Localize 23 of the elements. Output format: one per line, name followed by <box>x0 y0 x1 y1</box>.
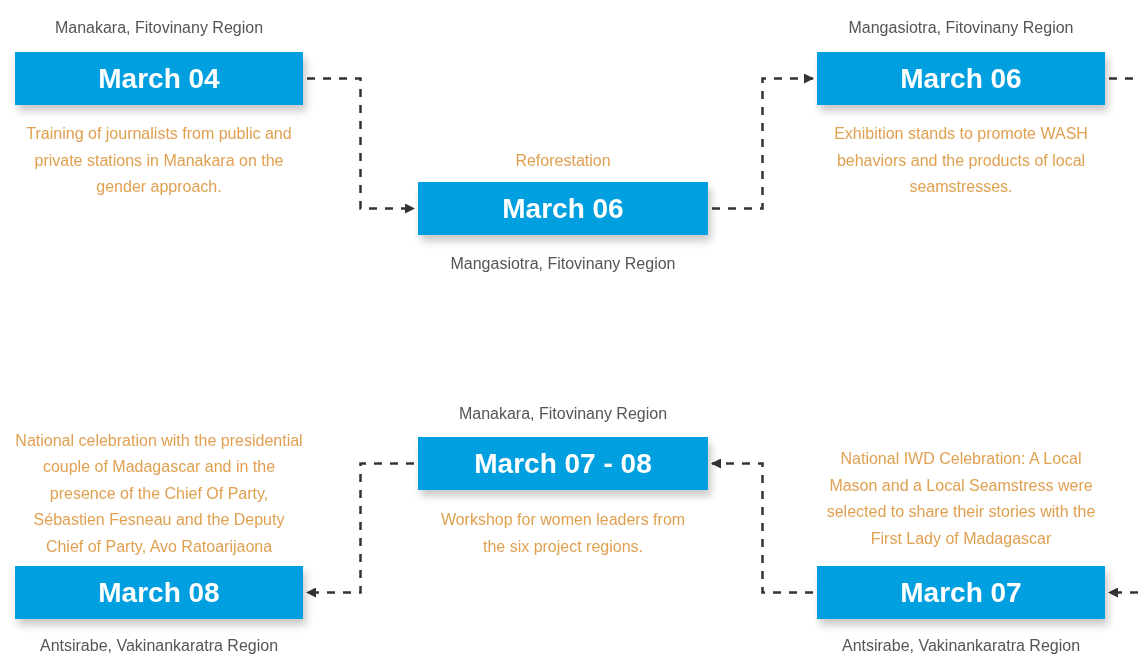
location-text: Mangasiotra, Fitovinany Region <box>847 18 1075 38</box>
event-description: Training of journalists from public and private stations in Manakara on the gender approach. <box>25 124 293 197</box>
dashed-connector <box>712 73 814 210</box>
dashed-connector <box>307 77 415 214</box>
date-box: March 04 <box>15 52 303 105</box>
event-description: National IWD Celebration: A Local Mason and a Local Seamstress were selected to share their stories with the First Lady of Madagascar <box>825 449 1097 549</box>
date-box: March 07 <box>817 566 1105 619</box>
date-box: March 08 <box>15 566 303 619</box>
dashed-connector <box>1108 587 1138 598</box>
location-text: Mangasiotra, Fitovinany Region <box>449 254 677 274</box>
event-description: Workshop for women leaders from the six project regions. <box>439 510 687 557</box>
date-box: March 06 <box>418 182 708 235</box>
date-box: March 06 <box>817 52 1105 105</box>
date-box: March 07 - 08 <box>418 437 708 490</box>
location-text: Manakara, Fitovinany Region <box>53 18 265 38</box>
location-text: Antsirabe, Vakinankaratra Region <box>38 636 280 656</box>
location-text: Antsirabe, Vakinankaratra Region <box>840 636 1082 656</box>
dashed-connector <box>306 462 414 598</box>
event-description: Reforestation <box>514 150 612 171</box>
event-description: National celebration with the presidential couple of Madagascar and in the presence of the Chief Of Party, Sébastien Fesneau and the Deputy Chief of Party, Avo Ratoarijaona <box>14 430 304 557</box>
location-text: Manakara, Fitovinany Region <box>457 404 669 424</box>
event-description: Exhibition stands to promote WASH behaviors and the products of local seamstresses. <box>833 124 1089 197</box>
dashed-connector <box>711 458 813 594</box>
